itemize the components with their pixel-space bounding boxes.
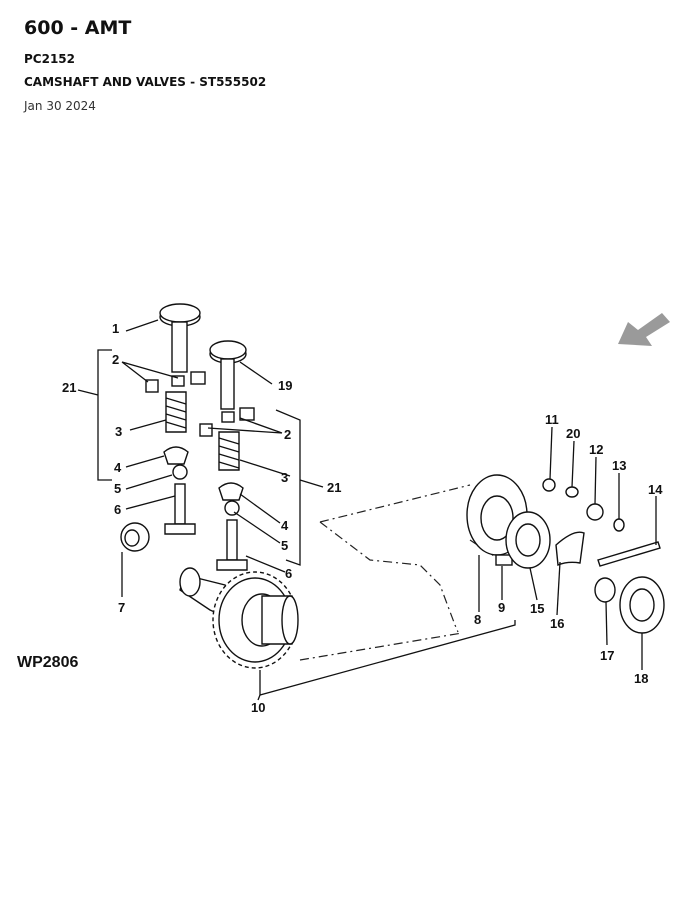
page-code: PC2152 xyxy=(24,52,75,66)
callout-5: 5 xyxy=(114,481,121,496)
bracket-lines xyxy=(77,349,516,701)
right-valve xyxy=(199,340,255,571)
publication-date: Jan 30 2024 xyxy=(24,99,96,113)
callout-8: 8 xyxy=(474,612,481,627)
callout-15: 15 xyxy=(530,601,544,616)
callout-21: 21 xyxy=(62,380,76,395)
figure-id: WP2806 xyxy=(17,654,78,671)
callout-14: 14 xyxy=(648,482,663,497)
callout-4b: 4 xyxy=(281,518,289,533)
left-valve xyxy=(145,303,206,535)
model-title: 600 - AMT xyxy=(24,17,132,39)
callout-16: 16 xyxy=(550,616,564,631)
callout-18: 18 xyxy=(634,671,648,686)
callout-5b: 5 xyxy=(281,538,288,553)
callout-3b: 3 xyxy=(281,470,288,485)
callout-4: 4 xyxy=(114,460,122,475)
callout-3: 3 xyxy=(115,424,122,439)
callout-6: 6 xyxy=(114,502,121,517)
camshaft-gear xyxy=(179,567,299,669)
callout-13: 13 xyxy=(612,458,626,473)
callout-6b: 6 xyxy=(285,566,292,581)
callout-2b: 2 xyxy=(284,427,291,442)
callout-10: 10 xyxy=(251,700,265,715)
callout-20: 20 xyxy=(566,426,580,441)
callout-17: 17 xyxy=(600,648,614,663)
bearing-left xyxy=(120,522,150,552)
callout-1: 1 xyxy=(112,321,119,336)
callout-12: 12 xyxy=(589,442,603,457)
leader-lines xyxy=(121,319,657,670)
callout-7: 7 xyxy=(118,600,125,615)
callout-9: 9 xyxy=(498,600,505,615)
section-title: CAMSHAFT AND VALVES - ST555502 xyxy=(24,75,267,89)
callout-2: 2 xyxy=(112,352,119,367)
direction-arrow-icon xyxy=(618,313,670,346)
right-assembly xyxy=(466,474,665,634)
callout-21b: 21 xyxy=(327,480,341,495)
callout-11: 11 xyxy=(545,412,559,427)
callout-19: 19 xyxy=(278,378,292,393)
